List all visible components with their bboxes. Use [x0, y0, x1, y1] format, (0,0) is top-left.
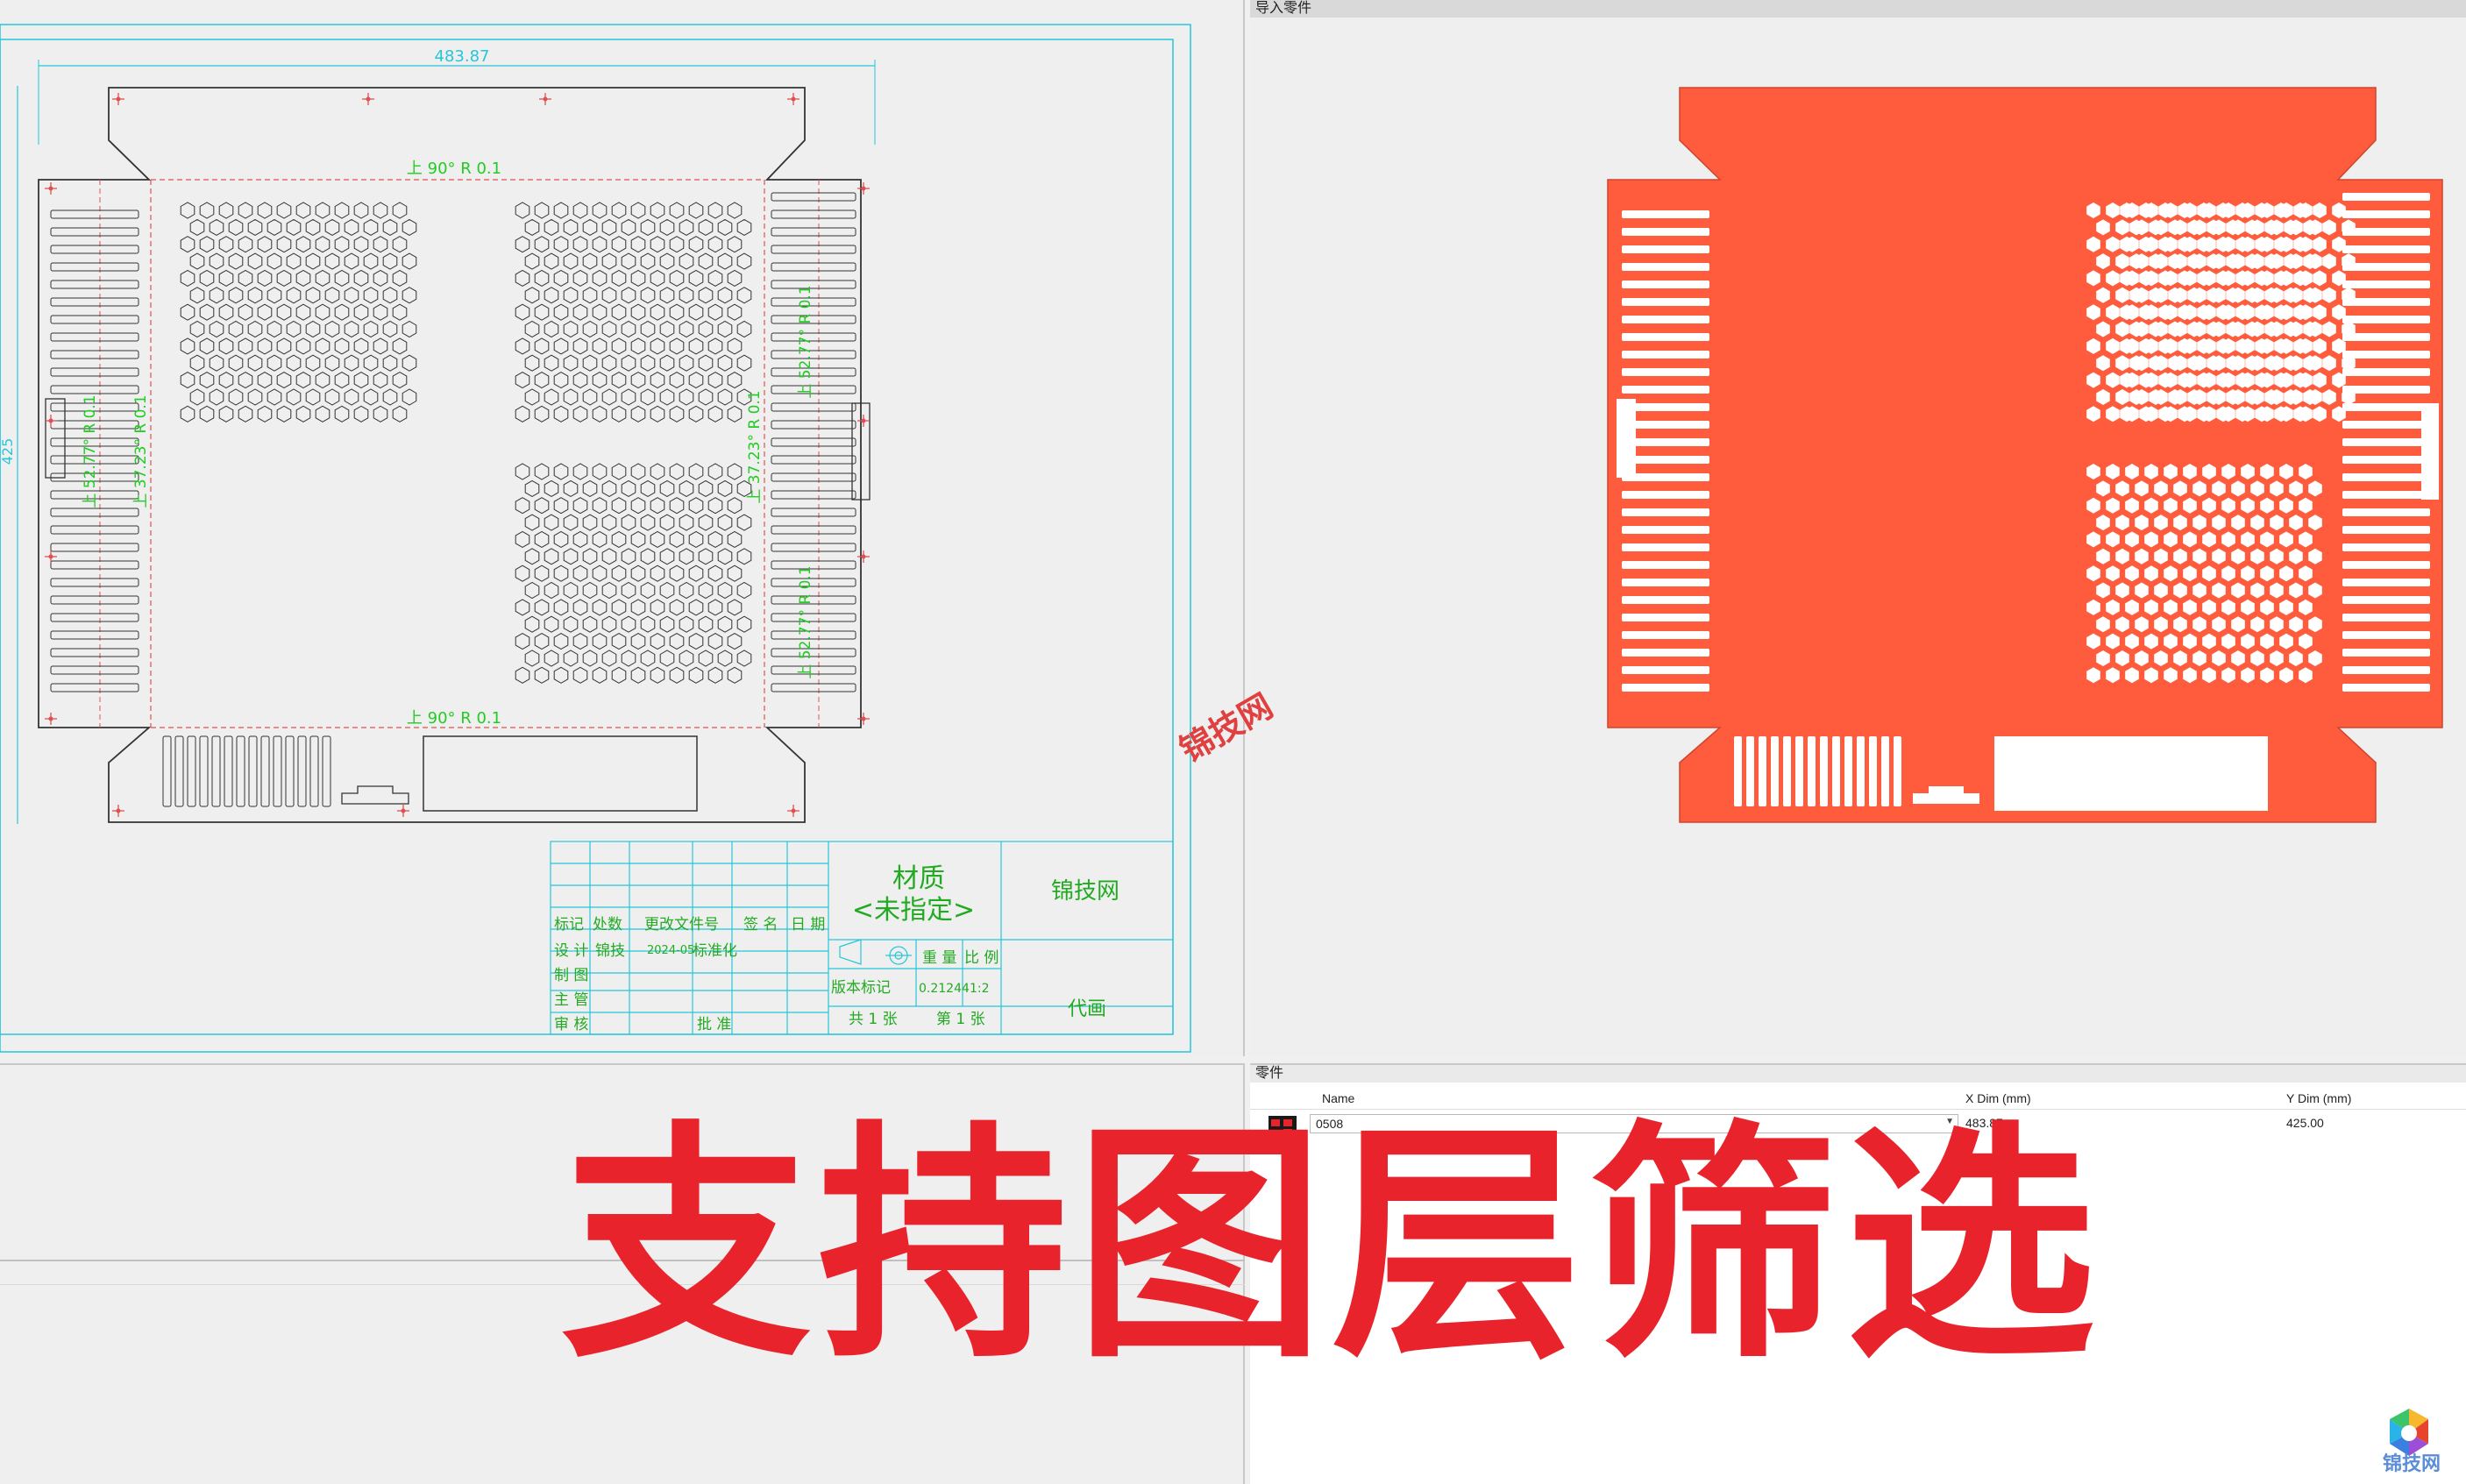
parts-pane-title: 零件: [1255, 1066, 1284, 1081]
promo-banner: 支持图层筛选: [561, 1101, 2102, 1392]
side-cutout-left: [1617, 399, 1636, 478]
row-design: 设 计: [554, 942, 588, 960]
col-header-name[interactable]: Name: [1322, 1091, 1355, 1105]
bottom-window-cutout: [1994, 736, 2268, 811]
brand-logo-icon: [2390, 1409, 2428, 1456]
dim-width-label: 483.87: [435, 47, 490, 66]
row-chief: 主 管: [554, 991, 588, 1009]
col-header-x-dim[interactable]: X Dim (mm): [1965, 1091, 2031, 1105]
bend-annotation-right-mid: 上 37.23° R 0.1: [746, 390, 764, 503]
part-outline: [38, 87, 862, 823]
preview-pane-title: 导入零件: [1255, 1, 1312, 16]
part-thumbnail-icon: [1269, 1116, 1297, 1139]
reference-markers: [45, 93, 870, 817]
col-sign: 签 名: [743, 916, 778, 934]
parts-title-bar: [1250, 1065, 2466, 1083]
bottom-window-cutout: [423, 735, 698, 812]
weight-label: 重 量: [922, 949, 956, 967]
vent-slots-right: [2342, 193, 2430, 692]
approve: 批 准: [697, 1016, 731, 1033]
col-mark: 标记: [554, 916, 584, 934]
part-preview-canvas[interactable]: [1250, 0, 2466, 1056]
hex-hole-pattern: [515, 463, 752, 684]
dim-height-label: 425: [0, 438, 16, 465]
bottom-tab-cutout: [341, 785, 409, 805]
bend-annotation-right-lower: 上 52.77° R 0.1: [797, 565, 814, 678]
bend-annotation-left-inner: 上 37.23° R 0.1: [132, 394, 150, 508]
preview-title-bar: [1250, 0, 2466, 18]
col-change-doc: 更改文件号: [644, 916, 719, 934]
version-label: 版本标记: [831, 979, 891, 997]
parts-table-header: Name X Dim (mm) Y Dim (mm): [1250, 1090, 2466, 1110]
side-cutout-right: [851, 402, 871, 501]
hex-hole-pattern: [2086, 464, 2322, 684]
hex-hole-pattern: [2086, 202, 2322, 422]
bend-annotation-right-upper: 上 52.77° R 0.1: [797, 285, 814, 398]
col-count: 处数: [593, 916, 622, 934]
chevron-down-icon[interactable]: ▼: [1945, 1117, 1954, 1126]
standardize: 标准化: [693, 942, 737, 960]
bottom-tab-cutout: [1913, 786, 1979, 804]
imported-part-preview-pane[interactable]: 导入零件: [1250, 0, 2466, 1056]
projection-symbol: [839, 939, 912, 965]
layer-list-pane[interactable]: [0, 1063, 1245, 1484]
cad-drawing-pane[interactable]: 483.87 425 上 90° R 0.1 上 90° R 0.1 上 52.…: [0, 0, 1245, 1056]
sheet-outer-frame: [0, 24, 1191, 1053]
company-name: 锦技网: [1051, 878, 1119, 905]
material-label: 材质: [892, 863, 945, 894]
parts-list-pane[interactable]: 零件 Name X Dim (mm) Y Dim (mm) 0508 ▼ 483…: [1250, 1063, 2466, 1484]
hex-hole-pattern: [180, 202, 417, 422]
bend-annotation-top: 上 90° R 0.1: [407, 160, 501, 178]
vent-slots-bottom: [1734, 736, 1901, 806]
part-name-value: 0508: [1316, 1117, 1344, 1131]
vent-slots-right: [771, 192, 856, 692]
scale-label: 比 例: [964, 949, 998, 967]
side-cutout-left: [45, 398, 66, 479]
side-cutout-right: [2421, 403, 2439, 500]
designer: 锦技: [595, 942, 625, 960]
sheets-total: 共 1 张: [849, 1011, 898, 1028]
row-draw: 制 图: [554, 967, 588, 984]
sheet-number: 第 1 张: [936, 1011, 985, 1028]
weight-value: 0.21244: [919, 982, 970, 996]
brand-logo-text: 锦技网: [2383, 1452, 2441, 1475]
scale-value: 1:2: [970, 982, 990, 996]
bend-annotation-bottom: 上 90° R 0.1: [407, 709, 501, 728]
vent-slots-left: [50, 209, 139, 692]
part-y-dim: 425.00: [2286, 1116, 2324, 1130]
drawing-code: 代画: [1068, 998, 1106, 1020]
bend-annotation-left-outer: 上 52.77° R 0.1: [82, 394, 99, 508]
col-header-y-dim[interactable]: Y Dim (mm): [2286, 1091, 2352, 1105]
title-block: [550, 841, 1174, 1035]
col-date: 日 期: [791, 916, 825, 934]
table-row[interactable]: 0508 ▼ 483.87 425.00: [1250, 1112, 2466, 1139]
material-value: <未指定>: [852, 895, 975, 926]
vent-slots-bottom: [162, 735, 331, 807]
row-review: 审 核: [554, 1016, 588, 1033]
part-shape: [1607, 87, 2443, 823]
vent-slots-left: [1622, 210, 1709, 692]
cad-drawing-canvas[interactable]: 483.87 425 上 90° R 0.1 上 90° R 0.1 上 52.…: [0, 0, 1245, 1056]
part-name-select[interactable]: 0508 ▼: [1310, 1114, 1958, 1133]
design-date: 2024-05: [647, 944, 694, 957]
part-x-dim: 483.87: [1965, 1116, 2003, 1130]
horizontal-splitter[interactable]: [0, 1260, 1245, 1261]
hex-hole-pattern: [515, 202, 752, 422]
